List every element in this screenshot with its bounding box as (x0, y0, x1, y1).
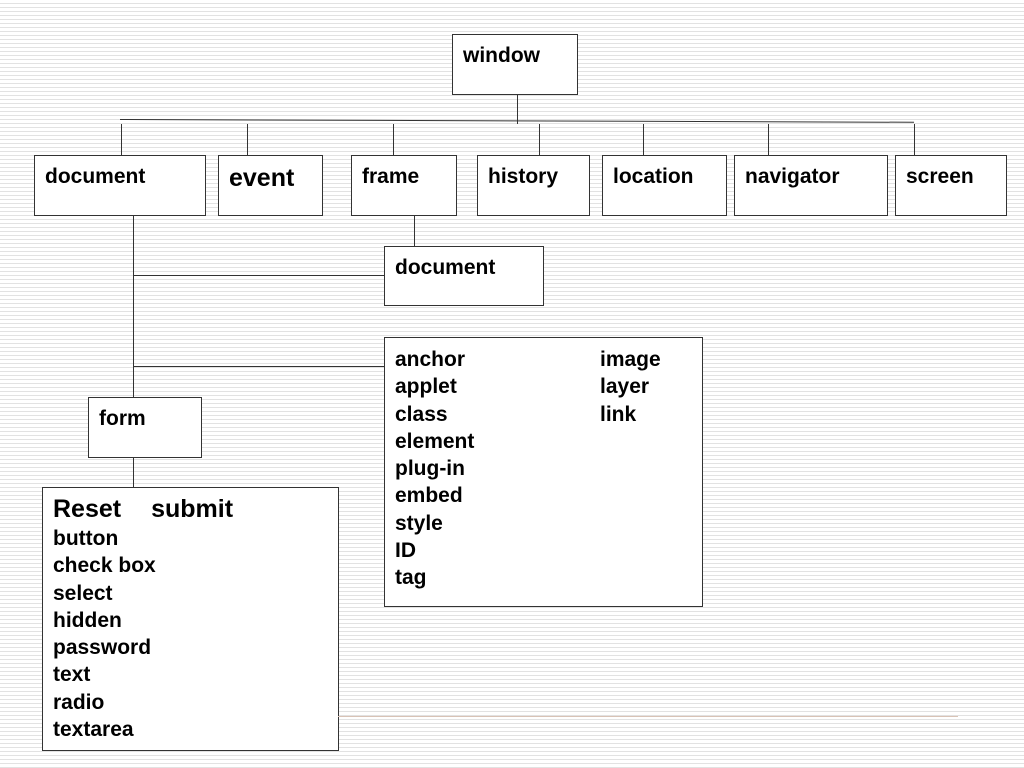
form-control-item: check box (53, 554, 156, 578)
node-frame: frame (351, 155, 457, 216)
element-item: style (395, 511, 443, 535)
node-location: location (602, 155, 727, 216)
node-window: window (452, 34, 578, 95)
document-elements-col2: image layer link (600, 346, 661, 428)
node-frame-document: document (384, 246, 544, 306)
node-frame-document-label: document (395, 256, 496, 279)
connector-to-frame (393, 124, 394, 155)
form-control-item: submit (151, 495, 234, 523)
element-item: plug-in (395, 457, 465, 481)
connector-to-navigator (768, 124, 769, 155)
form-control-item: hidden (53, 608, 122, 632)
node-event-label: event (229, 164, 295, 192)
node-form-controls: Reset submit button check box select hidd… (42, 487, 339, 751)
connector-to-history (539, 124, 540, 155)
node-document: document (34, 155, 206, 216)
element-item: element (395, 429, 475, 453)
form-control-item: button (53, 527, 119, 550)
node-history: history (477, 155, 590, 216)
form-control-item: Reset (53, 495, 122, 523)
element-item: class (395, 402, 448, 426)
form-control-item: radio (53, 690, 105, 714)
element-item: layer (600, 375, 650, 399)
connector-frame-to-document (414, 216, 415, 246)
element-item: image (600, 348, 661, 371)
connector-form-to-controls (133, 457, 134, 488)
form-controls-top-row: Reset submit (53, 496, 233, 523)
node-form-label: form (99, 407, 146, 430)
node-document-elements: anchor applet class element plug-in embe… (384, 337, 703, 607)
connector-to-screen (914, 124, 915, 155)
node-event: event (218, 155, 323, 216)
form-control-item: select (53, 581, 113, 605)
node-document-label: document (45, 165, 146, 188)
element-item: tag (395, 566, 427, 590)
node-form: form (88, 397, 202, 458)
connector-to-event (247, 124, 248, 155)
form-control-item: textarea (53, 718, 134, 742)
connector-trunk-to-elements (133, 366, 384, 367)
node-window-label: window (463, 44, 540, 67)
connector-window-down (517, 94, 518, 124)
connector-to-location (643, 124, 644, 155)
connector-document-trunk (133, 215, 134, 398)
form-control-item: text (53, 663, 91, 687)
connector-trunk-to-frame-document (133, 275, 384, 276)
node-history-label: history (488, 165, 559, 188)
form-controls-list: Reset submit button check box select hidd… (53, 496, 233, 743)
form-control-item: password (53, 636, 152, 660)
connector-to-document (121, 124, 122, 155)
node-frame-label: frame (362, 165, 420, 188)
element-item: anchor (395, 348, 466, 371)
element-item: ID (395, 539, 416, 563)
element-item: embed (395, 484, 463, 508)
element-item: applet (395, 375, 457, 399)
node-screen: screen (895, 155, 1007, 216)
node-location-label: location (613, 165, 694, 188)
document-elements-col1: anchor applet class element plug-in embe… (395, 346, 474, 592)
node-navigator: navigator (734, 155, 888, 216)
node-navigator-label: navigator (745, 165, 840, 188)
node-screen-label: screen (906, 165, 974, 188)
slide-bottom-rule (338, 716, 958, 717)
element-item: link (600, 402, 637, 426)
